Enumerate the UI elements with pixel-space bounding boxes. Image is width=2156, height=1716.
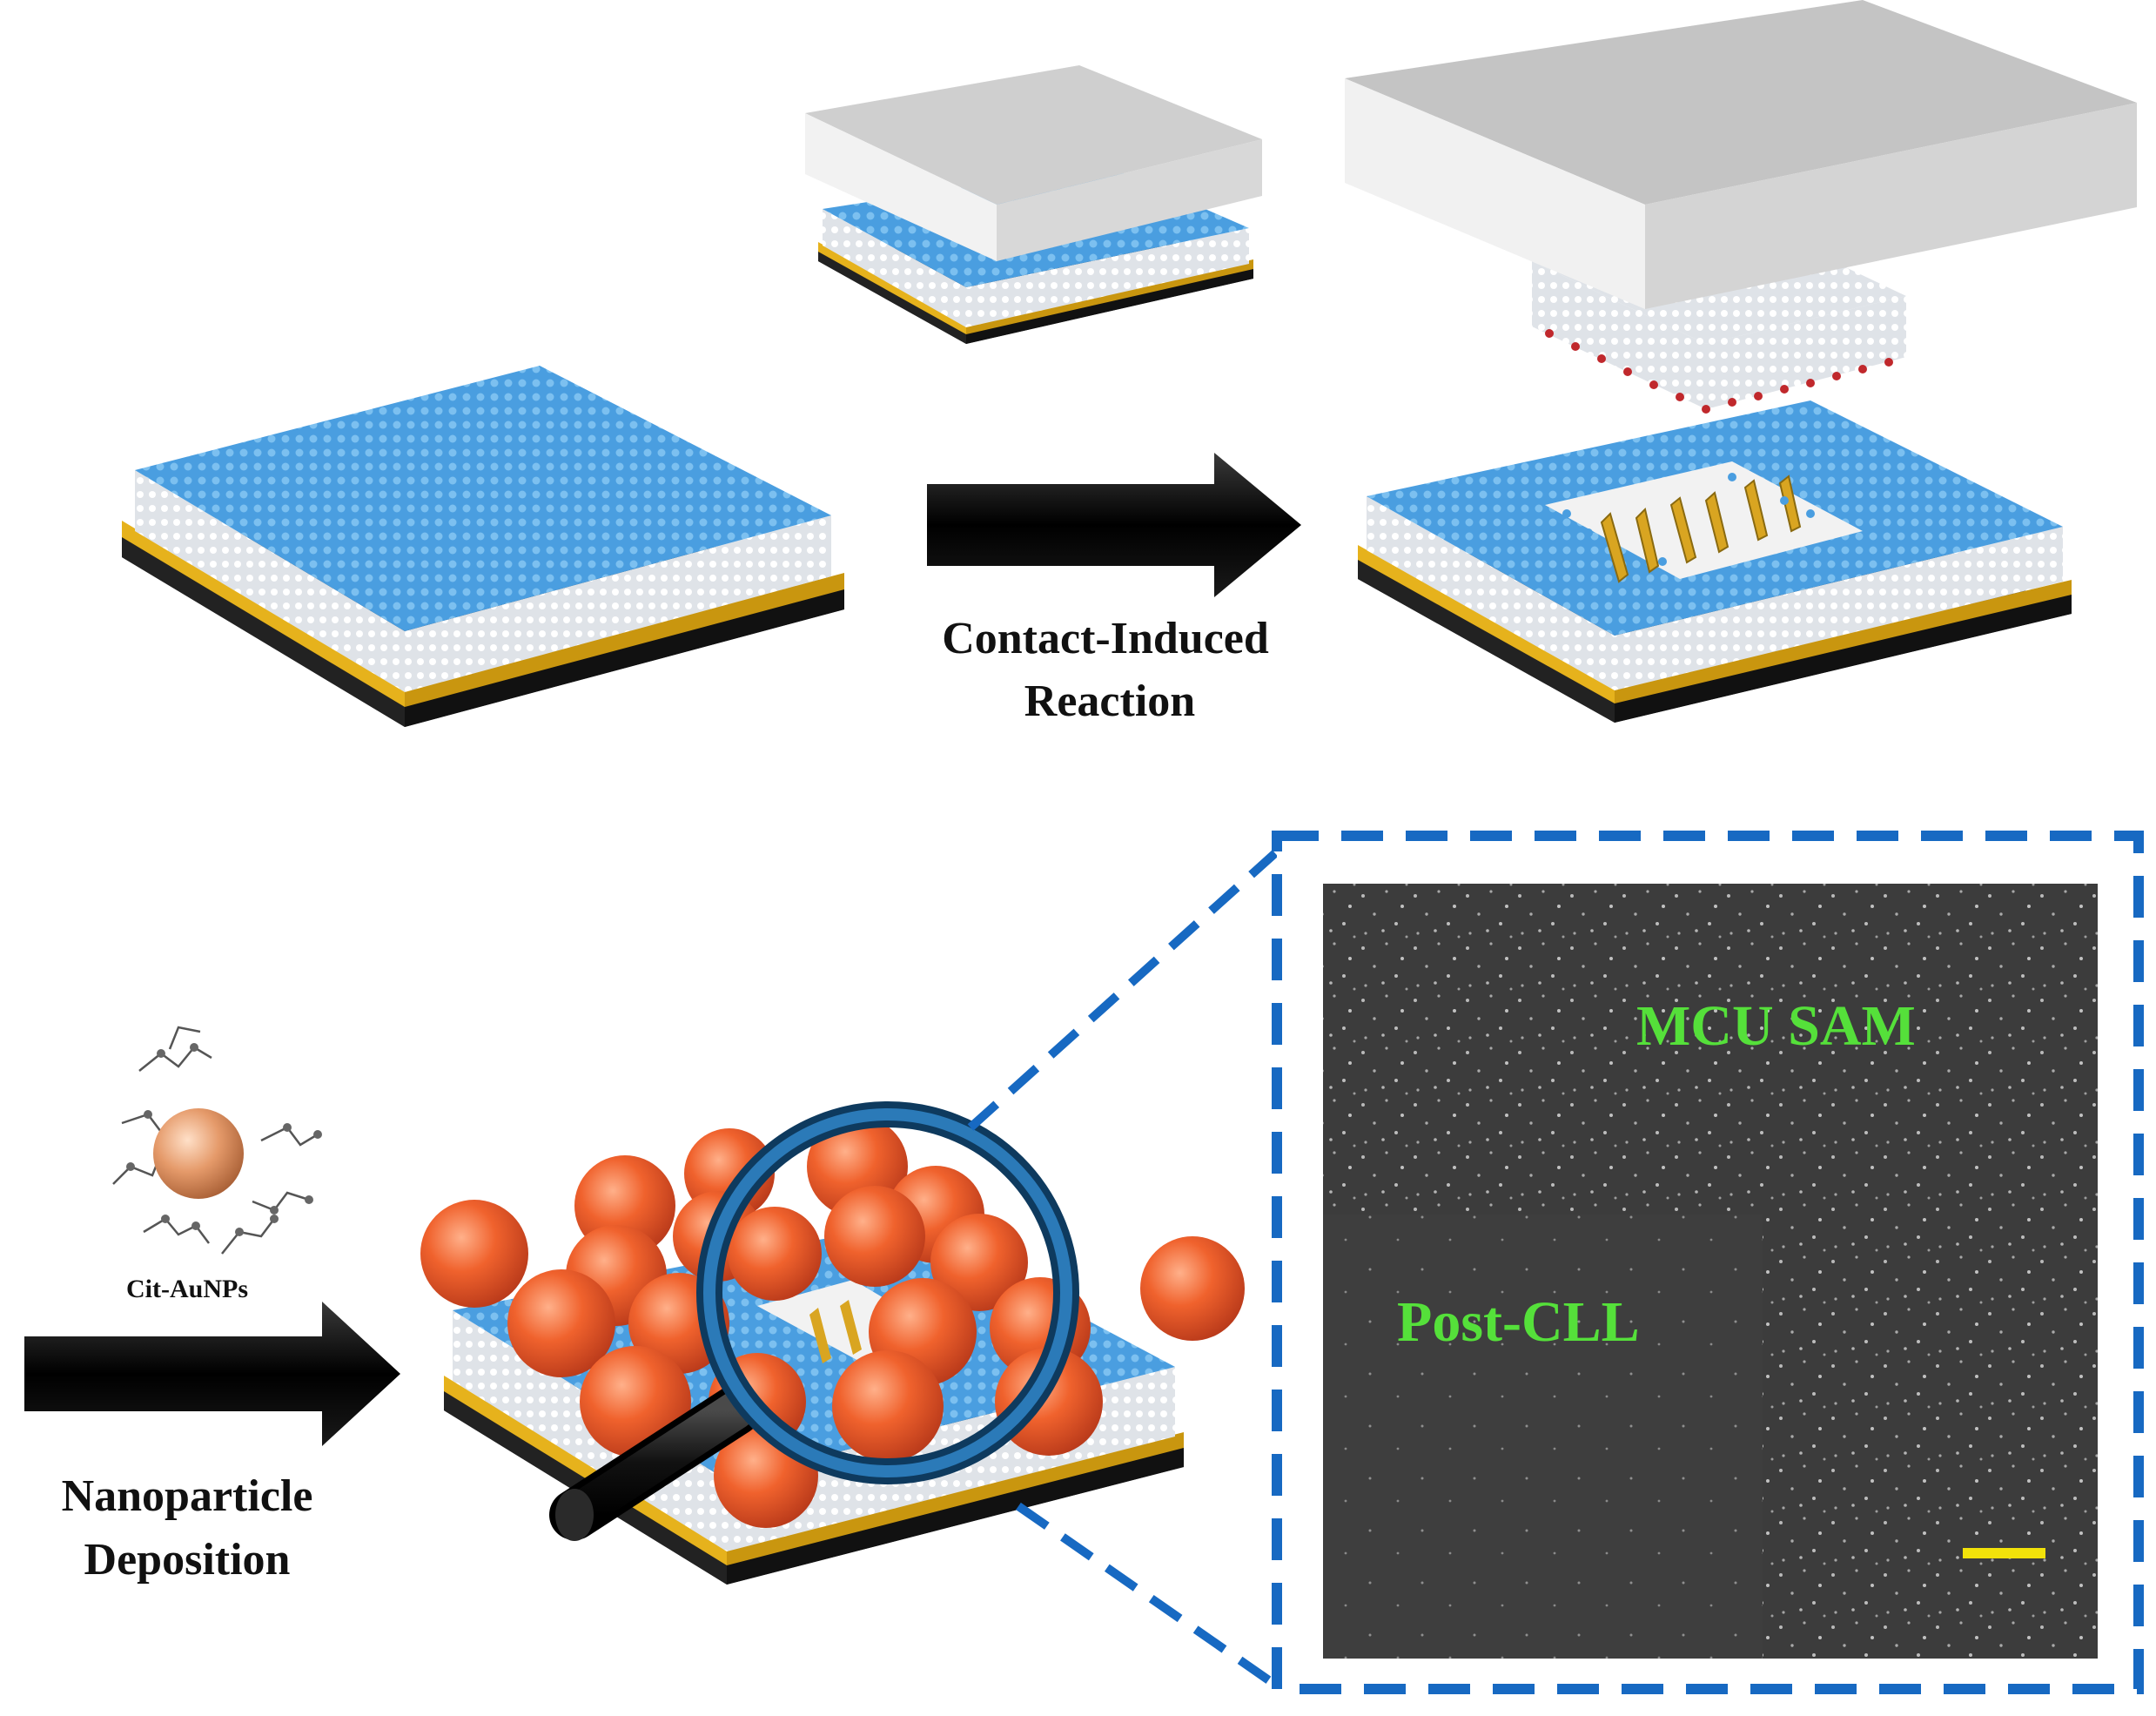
step1-label-line1: Contact-Induced — [942, 614, 1269, 663]
sem-label-post-cll: Post-CLL — [1397, 1290, 1640, 1354]
sem-post-cll-region — [1323, 1215, 1763, 1659]
zoom-connector-bottom — [1016, 1502, 1278, 1689]
nanoparticle-sphere — [507, 1269, 615, 1377]
nanoparticle-sphere — [1140, 1236, 1245, 1341]
deposition-arrow — [24, 1302, 400, 1446]
sem-image — [1323, 884, 2098, 1659]
sem-label-mcu-sam: MCU SAM — [1636, 994, 1916, 1058]
nanoparticle-sphere — [930, 1214, 1028, 1311]
nanoparticle-sphere — [824, 1186, 925, 1287]
step1-label-line2: Reaction — [1024, 676, 1195, 726]
particle-caption: Cit-AuNPs — [126, 1275, 248, 1303]
scale-bar — [1963, 1548, 2045, 1558]
stamp-approach-assembly — [805, 65, 1262, 344]
step2-label-line2: Deposition — [84, 1535, 291, 1585]
zoom-connector-top — [967, 850, 1279, 1131]
magnifier-icon — [549, 1101, 1079, 1541]
stamp-contact-assembly — [1345, 0, 2137, 723]
sam-substrate-initial — [122, 366, 844, 727]
nanoparticle-sphere — [832, 1350, 944, 1462]
reaction-arrow — [927, 453, 1301, 597]
step2-label-line1: Nanoparticle — [62, 1471, 313, 1521]
cit-aunp-icon — [112, 1026, 322, 1255]
nanoparticle-sphere — [728, 1207, 822, 1301]
nanoparticle-sphere — [420, 1200, 528, 1308]
